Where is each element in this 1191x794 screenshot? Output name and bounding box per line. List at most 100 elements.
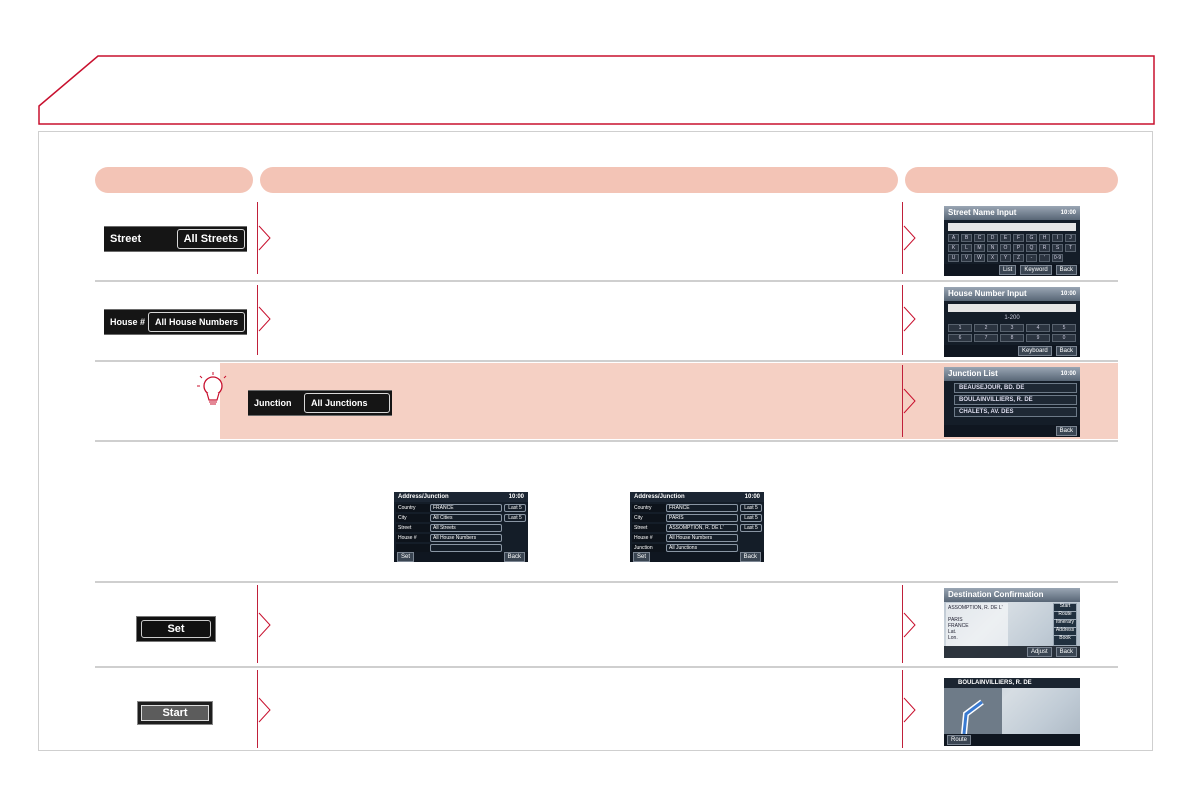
back-button[interactable]: Back xyxy=(503,552,525,562)
keyboard-key[interactable]: M xyxy=(974,244,985,252)
keyboard-key[interactable]: 1 xyxy=(948,324,972,332)
set-button[interactable]: Set xyxy=(397,552,415,562)
field-value[interactable]: ASSOMPTION, R. DE L' xyxy=(666,524,738,532)
keyboard-key[interactable]: U xyxy=(948,254,959,262)
chevron-right-icon xyxy=(258,225,271,251)
keyboard-key[interactable]: E xyxy=(1000,234,1011,242)
keyboard-key[interactable]: S xyxy=(1052,244,1063,252)
keyboard-key[interactable]: C xyxy=(974,234,985,242)
dest-book-button[interactable]: Book xyxy=(1053,635,1077,646)
keyboard-key[interactable]: N xyxy=(987,244,998,252)
last-5-button[interactable]: Last 5 xyxy=(740,504,762,512)
keyboard-key[interactable]: T xyxy=(1065,244,1076,252)
keyboard-key[interactable]: R xyxy=(1039,244,1050,252)
keyboard-key[interactable]: P xyxy=(1013,244,1024,252)
keyboard-key[interactable]: 5 xyxy=(1052,324,1076,332)
keyboard-key[interactable]: I xyxy=(1052,234,1063,242)
keyboard-key[interactable]: V xyxy=(961,254,972,262)
keyboard-key[interactable]: 0 xyxy=(1052,334,1076,342)
last-5-button[interactable]: Last 5 xyxy=(504,504,526,512)
junction-item[interactable]: BOULAINVILLIERS, R. DE xyxy=(954,395,1077,405)
last-5-button[interactable]: Last 5 xyxy=(740,524,762,532)
back-button[interactable]: Back xyxy=(1055,426,1077,436)
keyboard-key[interactable]: - xyxy=(1026,254,1037,262)
back-button[interactable]: Back xyxy=(1055,346,1077,356)
junction-item[interactable]: BEAUSEJOUR, BD. DE xyxy=(954,383,1077,393)
field-label xyxy=(396,544,430,552)
house-number-button[interactable]: House # All House Numbers xyxy=(104,309,247,335)
set-button[interactable]: Set xyxy=(136,616,216,642)
column-separator xyxy=(257,670,258,748)
street-name-field[interactable] xyxy=(948,223,1076,231)
last-5-button[interactable]: Last 5 xyxy=(740,514,762,522)
back-button[interactable]: Back xyxy=(1055,265,1077,275)
adjust-button[interactable]: Adjust xyxy=(1026,647,1052,657)
field-value[interactable]: All Junctions xyxy=(666,544,738,552)
keyboard-key[interactable]: 2 xyxy=(974,324,998,332)
set-button[interactable]: Set xyxy=(633,552,651,562)
keyboard-key[interactable]: 6 xyxy=(948,334,972,342)
keyboard-key[interactable]: J xyxy=(1065,234,1076,242)
destination-details: ASSOMPTION, R. DE L' PARIS FRANCE Lat. L… xyxy=(946,603,1008,647)
row-divider xyxy=(95,440,1118,442)
column-separator xyxy=(902,202,903,274)
keyboard-key[interactable]: 0-9 xyxy=(1052,254,1063,262)
field-value[interactable]: All House Numbers xyxy=(430,534,502,542)
field-value[interactable]: All House Numbers xyxy=(666,534,738,542)
row-divider xyxy=(95,280,1118,282)
keyboard-key[interactable]: 8 xyxy=(1000,334,1024,342)
keyboard-key[interactable]: K xyxy=(948,244,959,252)
keyboard-key[interactable]: Z xyxy=(1013,254,1024,262)
field-value[interactable]: FRANCE xyxy=(666,504,738,512)
back-button[interactable]: Back xyxy=(1055,647,1077,657)
junction-item[interactable]: CHALETS, AV. DES xyxy=(954,407,1077,417)
route-button[interactable]: Route xyxy=(947,735,972,745)
street-button[interactable]: Street All Streets xyxy=(104,226,247,252)
keyboard-key[interactable]: ' xyxy=(1039,254,1050,262)
keyboard-key[interactable]: 3 xyxy=(1000,324,1024,332)
start-button[interactable]: Start xyxy=(137,701,213,725)
keyboard-button[interactable]: Keyboard xyxy=(1017,346,1052,356)
last-5-button[interactable]: Last 5 xyxy=(504,514,526,522)
start-button-label: Start xyxy=(141,705,209,721)
house-number-range: 1-200 xyxy=(1004,315,1020,321)
keyboard-key[interactable]: H xyxy=(1039,234,1050,242)
keyboard-key[interactable]: L xyxy=(961,244,972,252)
field-label: Street xyxy=(632,524,666,532)
header-banner xyxy=(38,55,1155,125)
keyboard-key[interactable]: 4 xyxy=(1026,324,1050,332)
field-value[interactable]: FRANCE xyxy=(430,504,502,512)
house-number-field[interactable] xyxy=(948,304,1076,312)
keyboard-key[interactable]: F xyxy=(1013,234,1024,242)
destination-city: PARIS xyxy=(948,617,963,623)
keyboard-key[interactable]: A xyxy=(948,234,959,242)
keyboard-key[interactable]: W xyxy=(974,254,985,262)
keyboard-key[interactable]: G xyxy=(1026,234,1037,242)
field-value[interactable]: All Cities xyxy=(430,514,502,522)
keyboard-key[interactable]: 9 xyxy=(1026,334,1050,342)
junction-button[interactable]: Junction All Junctions xyxy=(248,390,392,416)
field-value[interactable]: PARIS xyxy=(666,514,738,522)
junction-list-screen: Junction List 10:00 BEAUSEJOUR, BD. DE B… xyxy=(944,367,1080,437)
field-label: Street xyxy=(396,524,430,532)
keyboard-key[interactable]: Q xyxy=(1026,244,1037,252)
field-value[interactable] xyxy=(430,544,502,552)
back-button[interactable]: Back xyxy=(739,552,761,562)
list-button[interactable]: List xyxy=(998,265,1017,275)
keyword-button[interactable]: Keyword xyxy=(1020,265,1052,275)
field-value[interactable]: All Streets xyxy=(430,524,502,532)
chevron-right-icon xyxy=(258,697,271,723)
keyboard-key[interactable]: X xyxy=(987,254,998,262)
keyboard-key[interactable]: B xyxy=(961,234,972,242)
keyboard-key[interactable]: 7 xyxy=(974,334,998,342)
keyboard-key[interactable]: Y xyxy=(1000,254,1011,262)
keyboard-key[interactable]: D xyxy=(987,234,998,242)
keyboard-key[interactable]: O xyxy=(1000,244,1011,252)
screen-title: Street Name Input xyxy=(948,208,1017,217)
